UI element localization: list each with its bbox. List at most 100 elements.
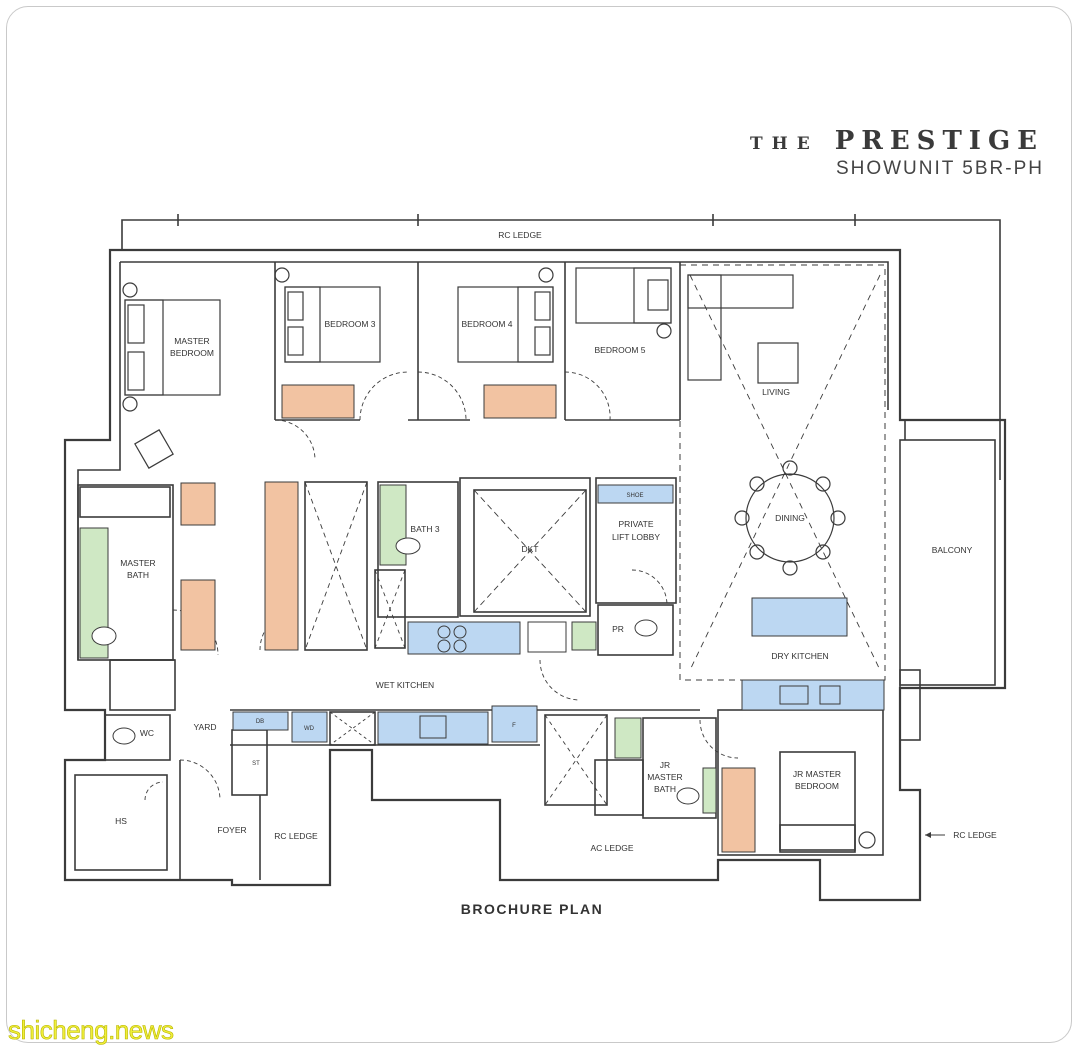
- side-table: [538, 267, 554, 283]
- wardrobe: [721, 767, 756, 853]
- dining-table: [745, 473, 835, 563]
- private-lift-label: LIFT LOBBY: [612, 532, 660, 542]
- foyer-label: FOYER: [217, 825, 246, 835]
- door-swing: [179, 759, 221, 801]
- chair: [830, 510, 846, 526]
- jr-bath-wall: [594, 759, 644, 816]
- brand-name: PRESTIGE: [834, 126, 1044, 156]
- jr-master-bath-label: BATH: [654, 784, 676, 794]
- appliances: [419, 621, 841, 739]
- vanity: [702, 767, 717, 814]
- dkt-inner: [473, 489, 587, 613]
- hob-counter: [407, 621, 521, 655]
- dry-kitchen-label: DRY KITCHEN: [771, 651, 828, 661]
- bedroom5-label: BEDROOM 5: [594, 345, 645, 355]
- vanity: [614, 717, 642, 759]
- jr-master-bedroom-label: BEDROOM: [795, 781, 839, 791]
- wardrobe: [180, 579, 216, 651]
- pillow: [287, 326, 304, 356]
- fridge-label: F: [512, 723, 516, 729]
- fridge: [491, 705, 538, 743]
- kitchen-sink-cab: [329, 711, 376, 746]
- pillow: [127, 304, 145, 344]
- toilets: [91, 537, 700, 805]
- rc-ledge-top-label: RC LEDGE: [498, 230, 542, 240]
- door-swing: [359, 371, 409, 421]
- jr-master-bath-label: MASTER: [647, 772, 682, 782]
- jr-bed: [779, 751, 856, 853]
- toilet-icon: [112, 727, 136, 745]
- dash: [689, 274, 881, 671]
- dkt-label: DKT: [522, 544, 539, 554]
- master-bed-head: [124, 299, 164, 396]
- bed5: [575, 267, 672, 324]
- door-swing: [417, 371, 467, 421]
- room-labels: RC LEDGE MASTER BEDROOM BEDROOM 3 BEDROO…: [115, 230, 997, 853]
- jr-master-bedroom-label: JR MASTER: [793, 769, 841, 779]
- living-dash: [679, 264, 886, 681]
- unit-type: SHOWUNIT 5BR-PH: [835, 158, 1044, 179]
- sofa: [687, 274, 794, 309]
- db-cabinet: [232, 711, 289, 731]
- walls: [63, 214, 1007, 902]
- toilet-icon: [91, 626, 117, 646]
- bed4-head: [517, 286, 554, 363]
- side-table: [858, 831, 876, 849]
- aircon-ledge: [899, 669, 921, 741]
- toilet-icon: [634, 619, 658, 637]
- island: [751, 597, 848, 637]
- wd-label: WD: [304, 726, 315, 732]
- pillow: [127, 351, 145, 391]
- master-bath-label: MASTER: [120, 558, 155, 568]
- appliance: [419, 715, 447, 739]
- side-table: [274, 267, 290, 283]
- pillow: [534, 291, 551, 321]
- bathtub: [79, 486, 171, 518]
- pr-wall: [597, 604, 674, 656]
- wc-label: WC: [140, 728, 154, 738]
- chair: [749, 544, 765, 560]
- dash: [304, 481, 368, 651]
- chair: [749, 476, 765, 492]
- side-table: [122, 282, 138, 298]
- sink: [527, 621, 567, 653]
- shoe-cabinet: [597, 484, 674, 504]
- shower: [374, 569, 406, 649]
- bed3-head: [284, 286, 321, 363]
- db-label: DB: [256, 719, 264, 725]
- furniture: [122, 267, 876, 849]
- dash: [689, 274, 881, 671]
- watermark: shicheng.news: [8, 1015, 175, 1046]
- pr-label: PR: [612, 624, 624, 634]
- shoe-label: SHOE: [626, 493, 643, 499]
- wc-wall: [104, 714, 171, 761]
- plan-caption: BROCHURE PLAN: [461, 901, 603, 917]
- chair: [782, 560, 798, 576]
- armchair: [134, 429, 174, 469]
- dash: [374, 569, 406, 649]
- appliance: [779, 685, 809, 705]
- bedroom3-label: BEDROOM 3: [324, 319, 375, 329]
- coffee-table: [757, 342, 799, 384]
- master-bedroom-label: MASTER: [174, 336, 209, 346]
- washer: [291, 711, 328, 743]
- jr-master-bath-label: JR: [660, 760, 670, 770]
- door-swing: [564, 371, 611, 421]
- kitchen-counters: [232, 484, 885, 745]
- bath3-wall: [377, 481, 459, 618]
- wardrobe: [483, 384, 557, 419]
- st-label: ST: [252, 761, 260, 767]
- basin: [571, 621, 597, 651]
- pillow: [534, 326, 551, 356]
- dash: [544, 714, 608, 806]
- dash: [304, 481, 368, 651]
- wardrobe: [180, 482, 216, 526]
- chair: [734, 510, 750, 526]
- wardrobe: [264, 481, 299, 651]
- appliance: [819, 685, 841, 705]
- toilet-icon: [676, 787, 700, 805]
- chair: [815, 544, 831, 560]
- dash: [544, 714, 608, 806]
- chair: [815, 476, 831, 492]
